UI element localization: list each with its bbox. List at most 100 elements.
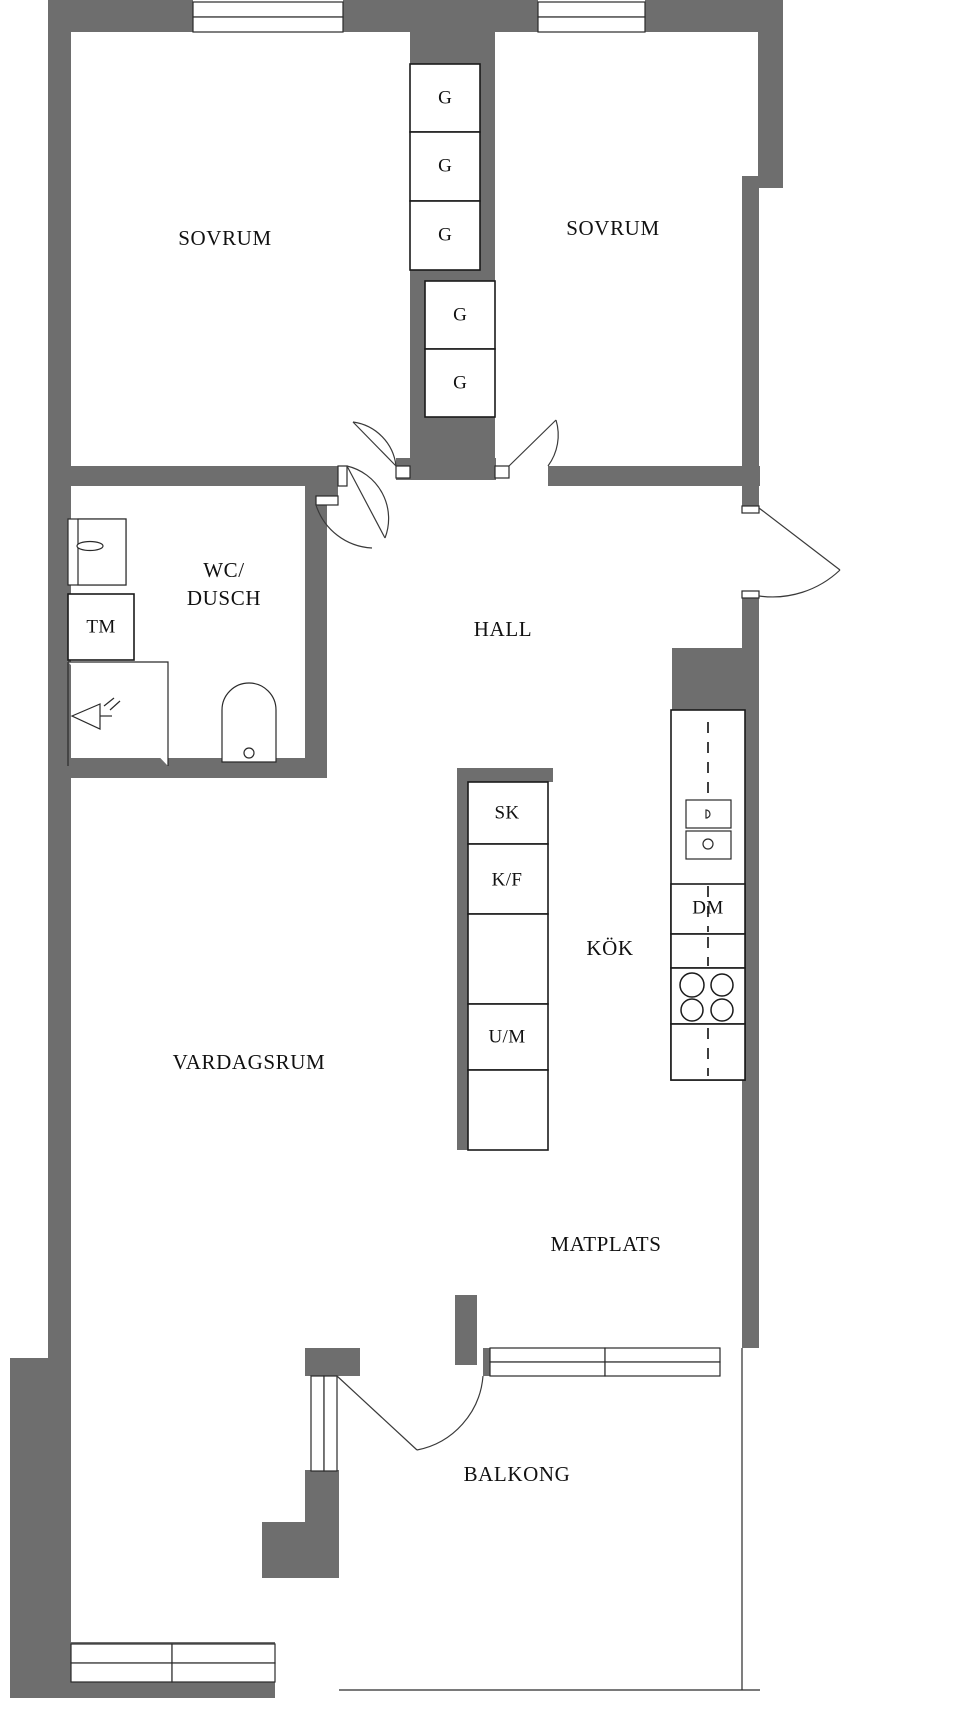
wardrobe-group: G G G G G: [409, 63, 496, 418]
pantry-icon: [467, 781, 549, 845]
door-leaf-bedroom-right: [508, 419, 557, 467]
wardrobe-g-4: G: [424, 280, 496, 350]
shower-spray-2: [103, 697, 115, 707]
wall-wc-bottom: [48, 758, 327, 778]
pantry-unit: SK: [467, 781, 549, 845]
window-bottom-left-b-lower: [171, 1662, 276, 1683]
window-dining-right-lower: [604, 1361, 721, 1377]
door-jamb-bedroom-left: [337, 465, 348, 487]
window-top-left-upper: [192, 1, 344, 18]
room-label-vardagsrum: VARDAGSRUM: [173, 1050, 326, 1074]
wall-lower-left-block: [262, 1522, 339, 1578]
window-dining-left-upper: [489, 1347, 606, 1363]
door-group: [315, 419, 841, 1451]
wall-right-outer-upper: [742, 176, 759, 486]
wardrobe-g-1: G: [409, 63, 481, 133]
wardrobe-label: G: [453, 372, 467, 393]
room-label-group: SOVRUM SOVRUM WC/ DUSCH HALL KÖK VARDAGS…: [173, 216, 661, 1486]
door-leaf-partition-left: [352, 421, 397, 467]
wardrobe-icon: [409, 131, 481, 202]
wardrobe-icon: [424, 348, 496, 418]
pantry-label: SK: [494, 802, 519, 823]
sink-tap-icon: [705, 809, 711, 819]
window-balcony-left-inner: [323, 1375, 338, 1472]
hob-burner-4: [710, 998, 734, 1022]
room-label-balkong: BALKONG: [464, 1462, 571, 1486]
shower-head-icon: [70, 703, 101, 730]
room-label-sovrum-right: SOVRUM: [566, 216, 659, 240]
wardrobe-label: G: [453, 304, 467, 325]
room-label-sovrum-left: SOVRUM: [178, 226, 271, 250]
window-dining-left-lower: [489, 1361, 606, 1377]
washbasin-inner-icon: [77, 518, 127, 586]
door-arc-bedroom-left: [346, 465, 390, 539]
washbasin-bowl-icon: [76, 540, 104, 552]
door-leaf-entrance: [758, 507, 841, 571]
window-dining-right-upper: [604, 1347, 721, 1363]
shower-spray-3: [109, 700, 121, 711]
hob-burner-1: [679, 972, 705, 998]
wall-structure: [10, 0, 783, 1698]
wall-entry-jamb-lower: [742, 598, 759, 660]
wall-hall-top-mid: [396, 458, 496, 480]
window-balcony-left-outer: [310, 1375, 325, 1472]
wall-right-outer-lower: [742, 648, 759, 1348]
wall-left-outer-upper: [48, 0, 71, 1360]
wall-hall-right-step: [742, 486, 759, 506]
door-jamb-bedroom-right: [494, 465, 510, 479]
wardrobe-icon: [409, 200, 481, 271]
fridge-freezer-label: K/F: [492, 869, 523, 890]
wall-right-bedroom-bottom: [548, 466, 760, 486]
hob-burner-2: [710, 973, 734, 997]
room-label-kok: KÖK: [586, 936, 633, 960]
wardrobe-label: G: [438, 155, 452, 176]
cabinet-icon: [467, 913, 549, 1005]
room-label-hall: HALL: [474, 617, 532, 641]
window-top-right-upper: [537, 1, 646, 18]
hob-burner-3: [680, 998, 704, 1022]
toilet-flush-icon: [243, 747, 255, 759]
wall-balcony-left-lower: [305, 1470, 339, 1532]
washing-machine-icon: [67, 593, 135, 661]
door-jamb-entrance-bottom: [741, 590, 760, 599]
wall-top-mid: [343, 0, 538, 32]
door-arc-bedroom-right: [547, 419, 559, 467]
toilet-icon: [221, 682, 277, 763]
wall-wc-right: [305, 486, 327, 776]
kitchen-cabinet-1: [467, 913, 549, 1005]
wardrobe-label: G: [438, 87, 452, 108]
door-leaf-balcony: [336, 1375, 418, 1451]
door-jamb-entrance-top: [741, 505, 760, 514]
shower-icon: [68, 661, 169, 766]
window-bottom-left-b-upper: [171, 1643, 276, 1664]
window-bottom-left-a-upper: [70, 1643, 173, 1664]
wall-balcony-left-block: [305, 1348, 360, 1376]
wall-left-bedroom-bottom: [48, 466, 338, 486]
wall-balcony-stub: [455, 1295, 477, 1365]
wardrobe-g-2: G: [409, 131, 481, 202]
window-bottom-left-a-lower: [70, 1662, 173, 1683]
room-label-wc-dusch-line2: DUSCH: [187, 586, 261, 610]
balcony-outline-group: [339, 1348, 760, 1691]
wall-kitchen-partition-top: [457, 768, 553, 782]
dishwasher-label: DM: [692, 897, 723, 918]
door-arc-entrance: [758, 569, 841, 598]
fridge-freezer-unit: K/F: [467, 843, 549, 915]
window-group: [70, 1, 721, 1683]
wardrobe-g-3: G: [409, 200, 481, 271]
window-top-right-lower: [537, 16, 646, 33]
oven-microwave-label: U/M: [488, 1026, 525, 1047]
wall-right-outer-top: [758, 0, 783, 180]
oven-microwave-unit: U/M: [467, 1003, 549, 1071]
kitchen-cabinet-2: [467, 1069, 549, 1151]
cabinet-icon: [467, 1069, 549, 1151]
door-leaf-bedroom-left: [346, 465, 386, 539]
door-arc-partition-left: [352, 421, 397, 467]
bathroom-fixture-group: TM: [67, 518, 277, 766]
wardrobe-label: G: [438, 224, 452, 245]
door-jamb-partition-left: [395, 465, 411, 479]
door-arc-balcony: [416, 1375, 484, 1451]
sink-drain-icon: [702, 838, 714, 850]
